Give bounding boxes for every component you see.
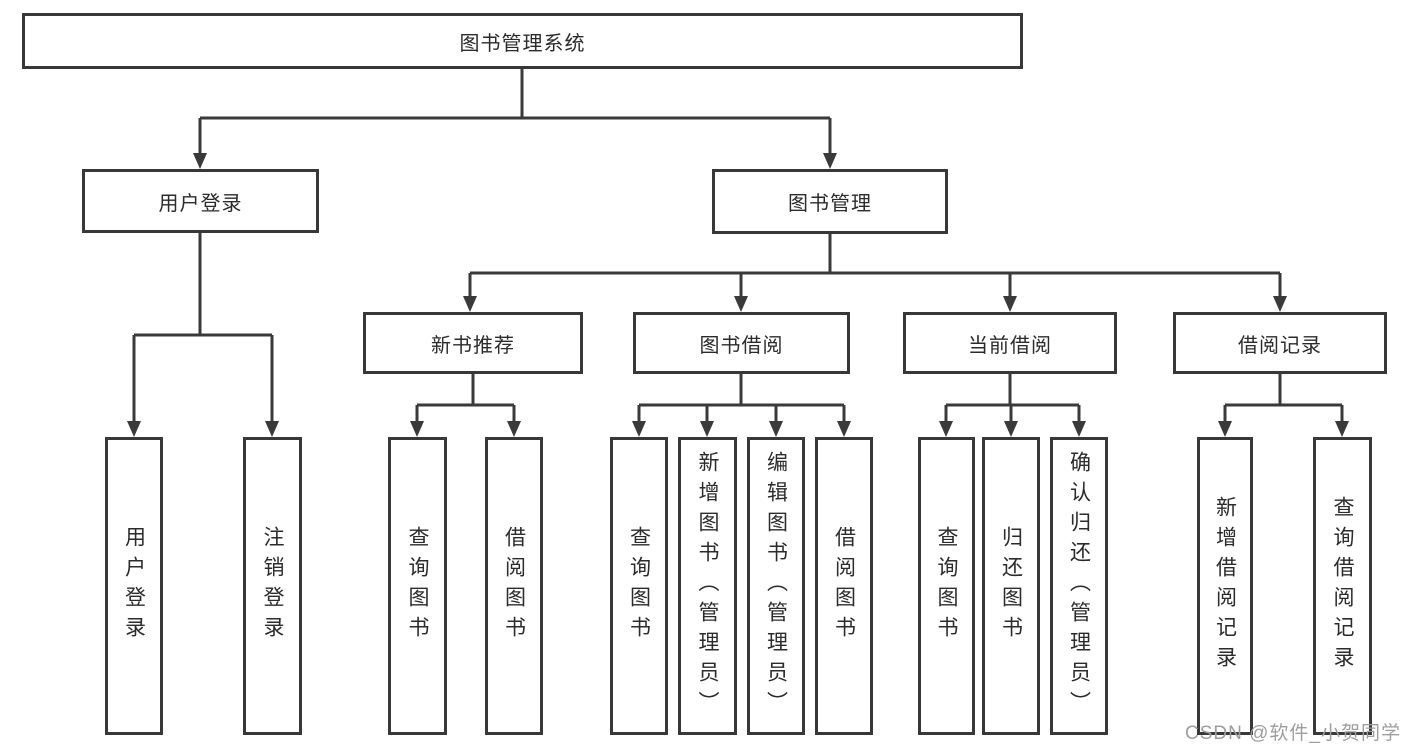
arrowhead-icon bbox=[823, 153, 837, 169]
arrowhead-icon bbox=[127, 421, 141, 437]
leaf-query-book-2: 查询图书 bbox=[610, 437, 668, 735]
node-label: 图书借阅 bbox=[699, 334, 784, 357]
arrowhead-icon bbox=[1218, 421, 1232, 437]
node-borrow-records: 借阅记录 bbox=[1173, 312, 1387, 374]
arrowhead-icon bbox=[1273, 296, 1287, 312]
connector-borrow-records bbox=[1218, 374, 1349, 437]
arrowhead-icon bbox=[193, 153, 207, 169]
arrowhead-icon bbox=[1004, 421, 1018, 437]
connector-user-login bbox=[127, 233, 279, 437]
node-label: 查询图书 bbox=[627, 526, 651, 646]
leaf-user-login: 用户登录 bbox=[105, 437, 163, 735]
node-user-login: 用户登录 bbox=[82, 169, 319, 233]
node-label: 归还图书 bbox=[999, 526, 1023, 646]
arrowhead-icon bbox=[632, 421, 646, 437]
node-book-management: 图书管理 bbox=[712, 169, 948, 234]
leaf-logout: 注销登录 bbox=[243, 437, 302, 735]
node-book-borrow: 图书借阅 bbox=[633, 312, 850, 374]
leaf-borrow-book-1: 借阅图书 bbox=[485, 437, 543, 735]
leaf-query-book-3: 查询图书 bbox=[918, 437, 975, 735]
node-label: 编辑图书（管理员） bbox=[764, 451, 788, 721]
node-label: 当前借阅 bbox=[968, 334, 1052, 357]
arrowhead-icon bbox=[1072, 421, 1086, 437]
leaf-confirm-return-admin: 确认归还（管理员） bbox=[1050, 437, 1108, 735]
node-label: 查询图书 bbox=[935, 526, 958, 646]
leaf-return-book: 归还图书 bbox=[982, 437, 1040, 735]
leaf-add-book-admin: 新增图书（管理员） bbox=[678, 437, 737, 735]
node-label: 新增借阅记录 bbox=[1213, 496, 1237, 676]
leaf-edit-book-admin: 编辑图书（管理员） bbox=[747, 437, 805, 735]
arrowhead-icon bbox=[265, 421, 279, 437]
node-label: 确认归还（管理员） bbox=[1067, 451, 1091, 721]
connector-new-book bbox=[410, 374, 521, 437]
arrowhead-icon bbox=[769, 421, 783, 437]
arrowhead-icon bbox=[939, 421, 953, 437]
leaf-query-borrow-record: 查询借阅记录 bbox=[1313, 437, 1372, 735]
arrowhead-icon bbox=[734, 296, 748, 312]
leaf-borrow-book-2: 借阅图书 bbox=[815, 437, 873, 735]
node-library-system: 图书管理系统 bbox=[22, 13, 1023, 69]
node-label: 查询图书 bbox=[406, 526, 429, 646]
arrowhead-icon bbox=[463, 296, 477, 312]
arrowhead-icon bbox=[410, 421, 424, 437]
node-label: 用户登录 bbox=[158, 192, 243, 215]
connector-book-borrow bbox=[632, 374, 851, 437]
arrowhead-icon bbox=[837, 421, 851, 437]
node-new-book-recommend: 新书推荐 bbox=[363, 312, 583, 374]
node-label: 借阅图书 bbox=[832, 526, 856, 646]
arrowhead-icon bbox=[1003, 296, 1017, 312]
node-current-borrow: 当前借阅 bbox=[903, 312, 1117, 374]
leaf-query-book-1: 查询图书 bbox=[388, 437, 447, 735]
csdn-watermark: CSDN @软件_小贺同学 bbox=[1185, 723, 1401, 744]
node-label: 查询借阅记录 bbox=[1331, 496, 1354, 676]
node-label: 图书管理 bbox=[788, 193, 872, 215]
node-label: 新增图书（管理员） bbox=[696, 451, 719, 721]
node-label: 新书推荐 bbox=[431, 334, 515, 357]
connector-current-borrow bbox=[939, 374, 1086, 437]
connector-root bbox=[193, 69, 837, 169]
node-label: 图书管理系统 bbox=[459, 32, 586, 55]
node-label: 借阅记录 bbox=[1238, 334, 1322, 357]
leaf-add-borrow-record: 新增借阅记录 bbox=[1197, 437, 1253, 735]
arrowhead-icon bbox=[507, 421, 521, 437]
node-label: 借阅图书 bbox=[502, 526, 526, 646]
arrowhead-icon bbox=[700, 421, 714, 437]
connector-book-management bbox=[463, 234, 1287, 312]
node-label: 注销登录 bbox=[261, 526, 284, 646]
arrowhead-icon bbox=[1335, 421, 1349, 437]
node-label: 用户登录 bbox=[122, 526, 146, 646]
